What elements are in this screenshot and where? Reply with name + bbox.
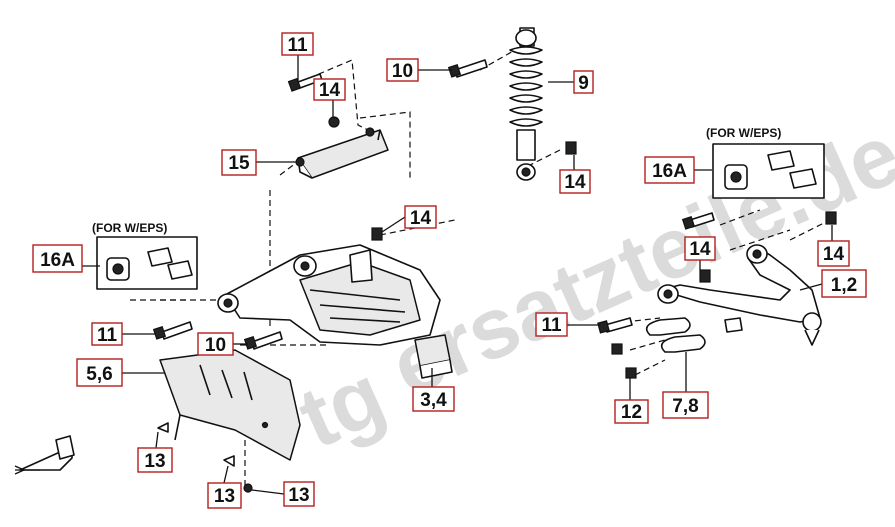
callout-12: 12 (614, 399, 649, 424)
front-indicator (14, 435, 75, 475)
bolt-part-14-right-upper (681, 212, 715, 230)
svg-text:12: 12 (621, 402, 642, 423)
callout-14-c: 14 (404, 205, 437, 229)
svg-text:14: 14 (410, 208, 432, 229)
nut-part-14-arm (371, 227, 383, 241)
shield-plate-part-5-6 (159, 349, 301, 461)
callout-13-c: 13 (283, 481, 315, 507)
callout-14-e: 14 (817, 240, 850, 267)
nut-part-14-shock (565, 141, 577, 155)
callout-3-4: 3,4 (412, 386, 455, 412)
callout-1-2: 1,2 (821, 269, 867, 298)
svg-text:1,2: 1,2 (831, 275, 857, 296)
svg-text:13: 13 (288, 485, 309, 506)
svg-text:11: 11 (541, 315, 562, 336)
svg-text:3,4: 3,4 (420, 390, 447, 411)
callouts: 11 14 10 9 15 14 14 16A (32, 32, 867, 509)
svg-text:14: 14 (319, 80, 341, 101)
eps-inset-left: (FOR W/EPS) (92, 221, 198, 290)
svg-text:9: 9 (578, 73, 589, 94)
screw-part-13-c (243, 483, 253, 493)
control-arm-part-3-4 (217, 244, 453, 379)
bolt-part-11-top (287, 73, 323, 92)
svg-text:13: 13 (144, 451, 165, 472)
callout-14-b: 14 (559, 169, 591, 194)
bolt-part-11-right (597, 317, 633, 334)
svg-text:14: 14 (823, 244, 845, 265)
bolt-part-12 (611, 343, 637, 379)
bolt-part-11-left (152, 321, 193, 340)
svg-text:11: 11 (287, 35, 308, 56)
svg-text:14: 14 (564, 172, 586, 193)
nut-part-14-top (328, 116, 340, 128)
svg-text:7,8: 7,8 (672, 396, 698, 417)
bracket-part-15 (295, 127, 389, 179)
nut-part-14-right-mid (699, 269, 711, 283)
callout-15: 15 (221, 149, 257, 176)
callout-11-top: 11 (281, 32, 314, 56)
callout-13-b: 13 (207, 482, 242, 509)
control-arm-part-1-2 (657, 244, 822, 346)
bolt-part-10-top (447, 59, 488, 78)
svg-text:5,6: 5,6 (86, 364, 112, 385)
svg-text:14: 14 (689, 239, 711, 260)
callout-16A-right: 16A (644, 156, 695, 184)
svg-text:15: 15 (228, 153, 250, 174)
callout-10-top: 10 (386, 58, 419, 82)
callout-10-mid: 10 (197, 332, 234, 356)
svg-text:10: 10 (205, 335, 226, 356)
callout-7-8: 7,8 (662, 391, 709, 419)
callout-11-right: 11 (535, 312, 568, 337)
screw-part-13-b (223, 455, 235, 467)
svg-text:10: 10 (392, 61, 413, 82)
shock-absorber-part-9 (509, 27, 543, 181)
callout-13-a: 13 (137, 447, 173, 473)
eps-caption-left: (FOR W/EPS) (92, 221, 167, 235)
callout-9: 9 (573, 70, 594, 94)
clamp-part-7-8 (645, 317, 706, 353)
nut-part-14-right-far (825, 211, 837, 225)
svg-text:16A: 16A (40, 250, 75, 271)
svg-text:16A: 16A (652, 161, 687, 182)
leader-lines (82, 55, 833, 495)
callout-11-left: 11 (91, 322, 123, 346)
screw-part-13-a (157, 422, 169, 433)
svg-text:13: 13 (214, 486, 235, 507)
callout-5-6: 5,6 (76, 358, 123, 387)
callout-16A-left: 16A (32, 244, 83, 273)
watermark-prefix: tg (285, 346, 398, 467)
eps-inset-right: (FOR W/EPS) (706, 126, 825, 199)
eps-caption-right: (FOR W/EPS) (706, 126, 781, 140)
callout-14-d: 14 (684, 236, 716, 261)
bolt-part-10-mid (243, 331, 283, 350)
callout-14-a: 14 (313, 78, 346, 101)
svg-text:11: 11 (97, 325, 118, 346)
